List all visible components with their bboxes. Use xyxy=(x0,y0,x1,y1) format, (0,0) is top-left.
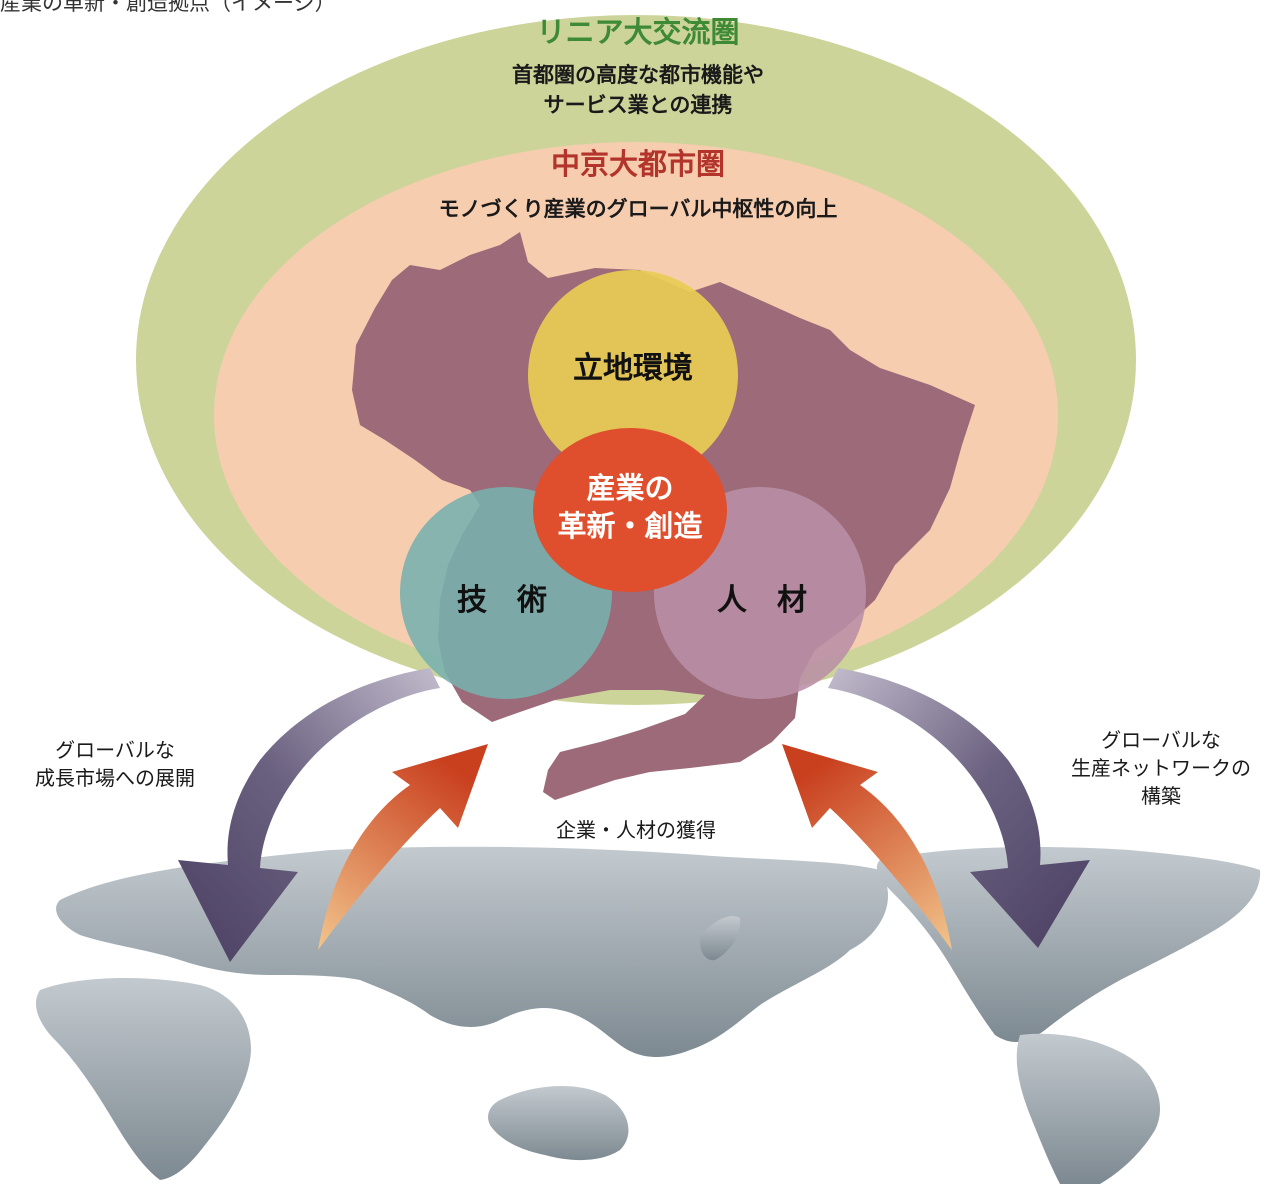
inbound-arrow-right xyxy=(782,744,952,950)
continent-japan xyxy=(699,915,741,961)
outbound-arrow-left xyxy=(178,668,440,962)
continent-africa xyxy=(35,978,251,1180)
core-label-2: 革新・創造 xyxy=(557,509,703,543)
outer-zone-title: リニア大交流圏 xyxy=(536,15,740,49)
continent-south-america xyxy=(1016,1033,1160,1184)
inner-zone-desc: モノづくり産業のグローバル中枢性の向上 xyxy=(438,197,838,221)
location-label: 立地環境 xyxy=(573,351,693,386)
left-arrow-label-2: 成長市場への展開 xyxy=(35,766,195,790)
talent-label: 人 材 xyxy=(717,583,807,618)
inbound-arrow-left xyxy=(318,744,488,950)
inbound-arrow-label: 企業・人材の獲得 xyxy=(556,818,716,842)
right-arrow-label-2: 生産ネットワークの xyxy=(1071,756,1251,780)
left-arrow-label-1: グローバルな xyxy=(55,738,175,762)
outer-zone-desc-1: 首都圏の高度な都市機能や xyxy=(512,63,764,87)
core-circle xyxy=(533,428,727,592)
technology-label: 技 術 xyxy=(457,583,547,618)
right-arrow-label-1: グローバルな xyxy=(1101,728,1221,752)
continent-north-america xyxy=(876,847,1261,1042)
core-label-1: 産業の xyxy=(586,471,674,505)
outbound-arrow-right xyxy=(828,668,1090,948)
inner-zone-title: 中京大都市圏 xyxy=(550,147,725,181)
continent-australia xyxy=(488,1085,629,1161)
outer-zone-desc-2: サービス業との連携 xyxy=(543,93,733,117)
location-circle xyxy=(528,270,738,480)
right-arrow-label-3: 構築 xyxy=(1141,784,1181,808)
header-cutoff-text: 産業の革新・創造拠点（イメージ） xyxy=(0,0,336,15)
